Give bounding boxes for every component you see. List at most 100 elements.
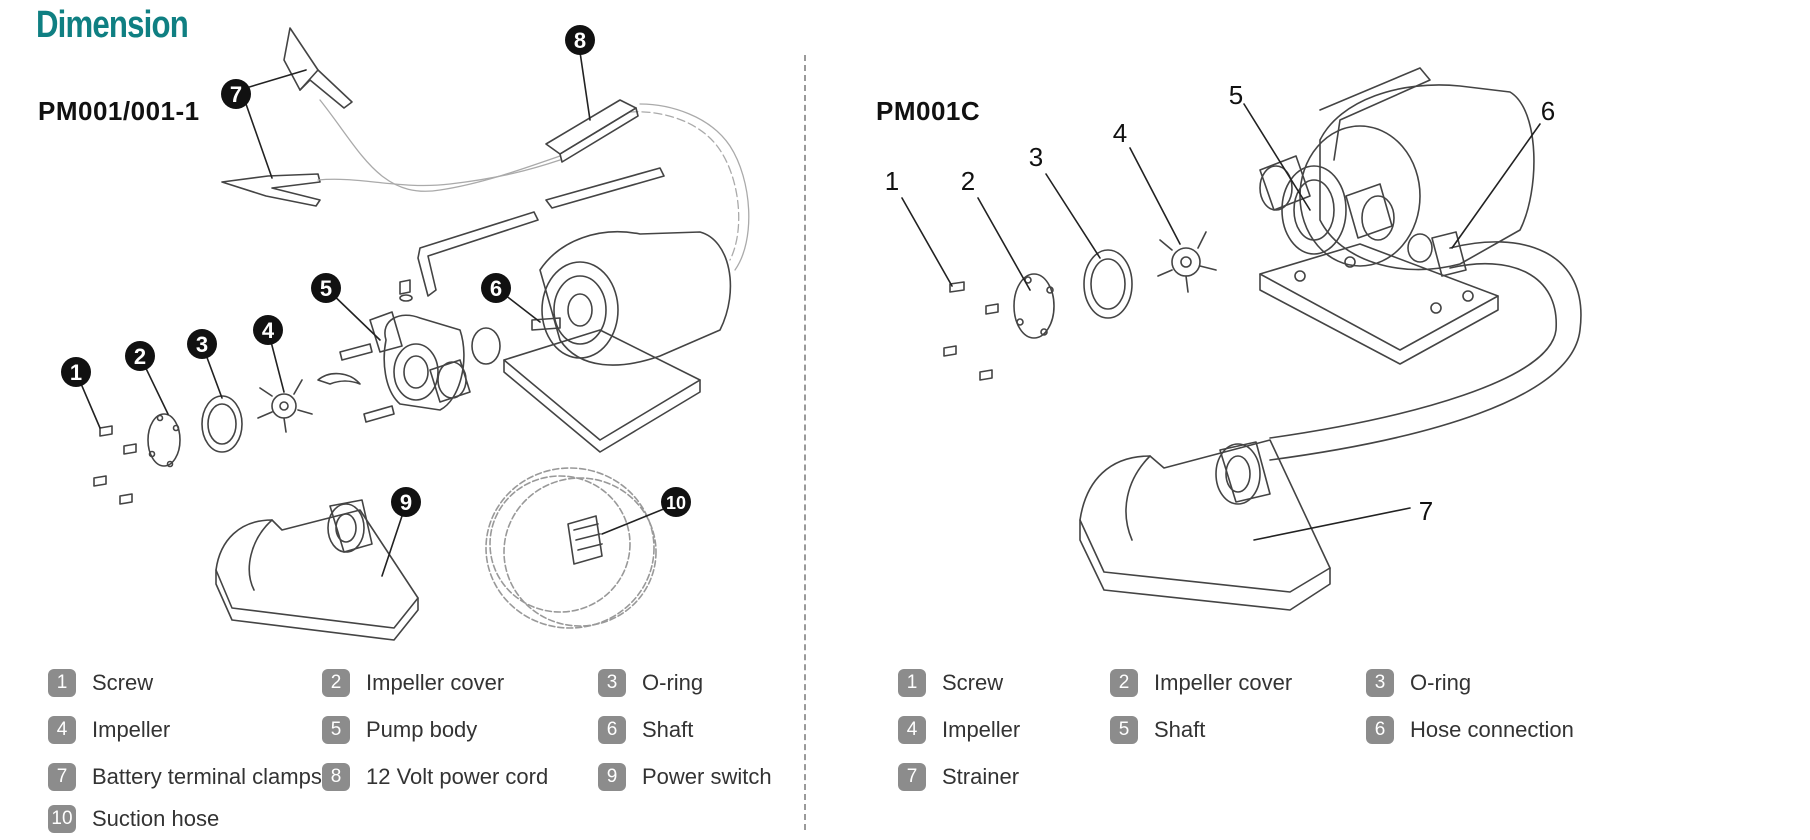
legend-number: 3 (1366, 669, 1394, 697)
legend-number: 6 (1366, 716, 1394, 744)
legend-number: 2 (322, 669, 350, 697)
pump-screw-1 (339, 343, 373, 361)
legend-label: Power switch (642, 764, 772, 789)
svg-text:3: 3 (196, 332, 208, 357)
o-ring-left (201, 395, 243, 453)
legend-item: 6 Hose connection (1366, 715, 1574, 745)
legend-label: Shaft (642, 717, 694, 742)
legend-item: 9 Power switch (598, 762, 772, 792)
mount-bracket (417, 211, 539, 297)
callout-badge-1: 1 (61, 357, 91, 387)
handle-bar (545, 167, 665, 209)
small-screw (399, 279, 411, 295)
svg-text:10: 10 (666, 493, 686, 513)
hose-right (1269, 231, 1582, 461)
callout-badge-6: 6 (481, 273, 511, 303)
screws-right (943, 281, 999, 381)
legend-label: Strainer (942, 764, 1020, 789)
section-divider (804, 55, 806, 830)
legend-number: 9 (598, 763, 626, 791)
svg-text:4: 4 (262, 318, 275, 343)
impeller-cover-left (147, 413, 181, 468)
legend-number: 1 (48, 669, 76, 697)
callout-badge-9: 9 (391, 487, 421, 517)
legend-number: 7 (898, 763, 926, 791)
callout-number-6: 6 (1541, 96, 1555, 126)
legend-label: Shaft (1154, 717, 1206, 742)
callout-badges-left: 1 2 3 4 5 6 7 8 9 10 (61, 25, 691, 517)
cord-line-4 (639, 103, 750, 271)
svg-text:8: 8 (574, 28, 586, 53)
legend-label: Impeller (92, 717, 171, 742)
legend-label: Impeller (942, 717, 1021, 742)
callout-badge-4: 4 (253, 315, 283, 345)
legend-item: 4 Impeller (898, 715, 1020, 745)
battery-clamp-upper (283, 27, 353, 109)
callout-badge-10: 10 (661, 487, 691, 517)
battery-clamp-lower (221, 173, 321, 207)
callout-badge-2: 2 (125, 341, 155, 371)
callout-leaders-left (75, 51, 677, 577)
cord-line-2 (317, 159, 561, 187)
model-title-left: PM001/001-1 (38, 96, 200, 126)
seal-piece (317, 372, 361, 385)
legend-number: 8 (322, 763, 350, 791)
legend-label: Screw (942, 670, 1004, 695)
callout-badge-8: 8 (565, 25, 595, 55)
legend-number: 4 (898, 716, 926, 744)
legend-item: 6 Shaft (598, 715, 693, 745)
legend-number: 4 (48, 716, 76, 744)
legend-number: 10 (48, 805, 76, 833)
power-switch-body (545, 99, 639, 163)
page-title: Dimension (36, 4, 189, 46)
spacer-ring (471, 327, 501, 365)
callout-number-5: 5 (1229, 80, 1243, 110)
callout-number-4: 4 (1113, 118, 1127, 148)
legend-number: 6 (598, 716, 626, 744)
callout-number-7: 7 (1419, 496, 1433, 526)
svg-text:5: 5 (320, 276, 332, 301)
callout-badge-5: 5 (311, 273, 341, 303)
legend-item: 5 Shaft (1110, 715, 1205, 745)
callout-badge-3: 3 (187, 329, 217, 359)
callout-badge-7: 7 (221, 79, 251, 109)
legend-number: 5 (1110, 716, 1138, 744)
legend-label: Battery terminal clamps (92, 764, 322, 789)
cord-line-3 (629, 111, 740, 261)
legend-number: 5 (322, 716, 350, 744)
legend-label: Hose connection (1410, 717, 1574, 742)
legend-label: Impeller cover (1154, 670, 1293, 695)
assembled-pump (1259, 67, 1535, 271)
legend-number: 3 (598, 669, 626, 697)
strainer-left (215, 499, 419, 641)
legend-item: 2 Impeller cover (1110, 668, 1292, 698)
motor-base-edge (503, 359, 701, 453)
strainer-right (1079, 439, 1331, 611)
legend-item: 1 Screw (48, 668, 153, 698)
legend-item: 7 Strainer (898, 762, 1019, 792)
legend-label: Screw (92, 670, 154, 695)
svg-text:1: 1 (70, 360, 82, 385)
motor (531, 230, 732, 366)
cord-line-1 (319, 99, 561, 192)
svg-text:2: 2 (134, 344, 146, 369)
impeller-left (257, 379, 313, 433)
svg-text:7: 7 (230, 82, 242, 107)
legend-item: 2 Impeller cover (322, 668, 504, 698)
impeller-cover-right (1013, 273, 1055, 339)
legend-item: 4 Impeller (48, 715, 170, 745)
legend-label: O-ring (1410, 670, 1472, 695)
pump-screw-2 (363, 405, 395, 423)
callout-number-3: 3 (1029, 142, 1043, 172)
legend-label: Impeller cover (366, 670, 505, 695)
o-ring-right (1083, 249, 1133, 319)
callout-numbers-right: 1 2 3 4 5 6 7 (885, 80, 1555, 526)
svg-text:9: 9 (400, 490, 412, 515)
legend-number: 2 (1110, 669, 1138, 697)
